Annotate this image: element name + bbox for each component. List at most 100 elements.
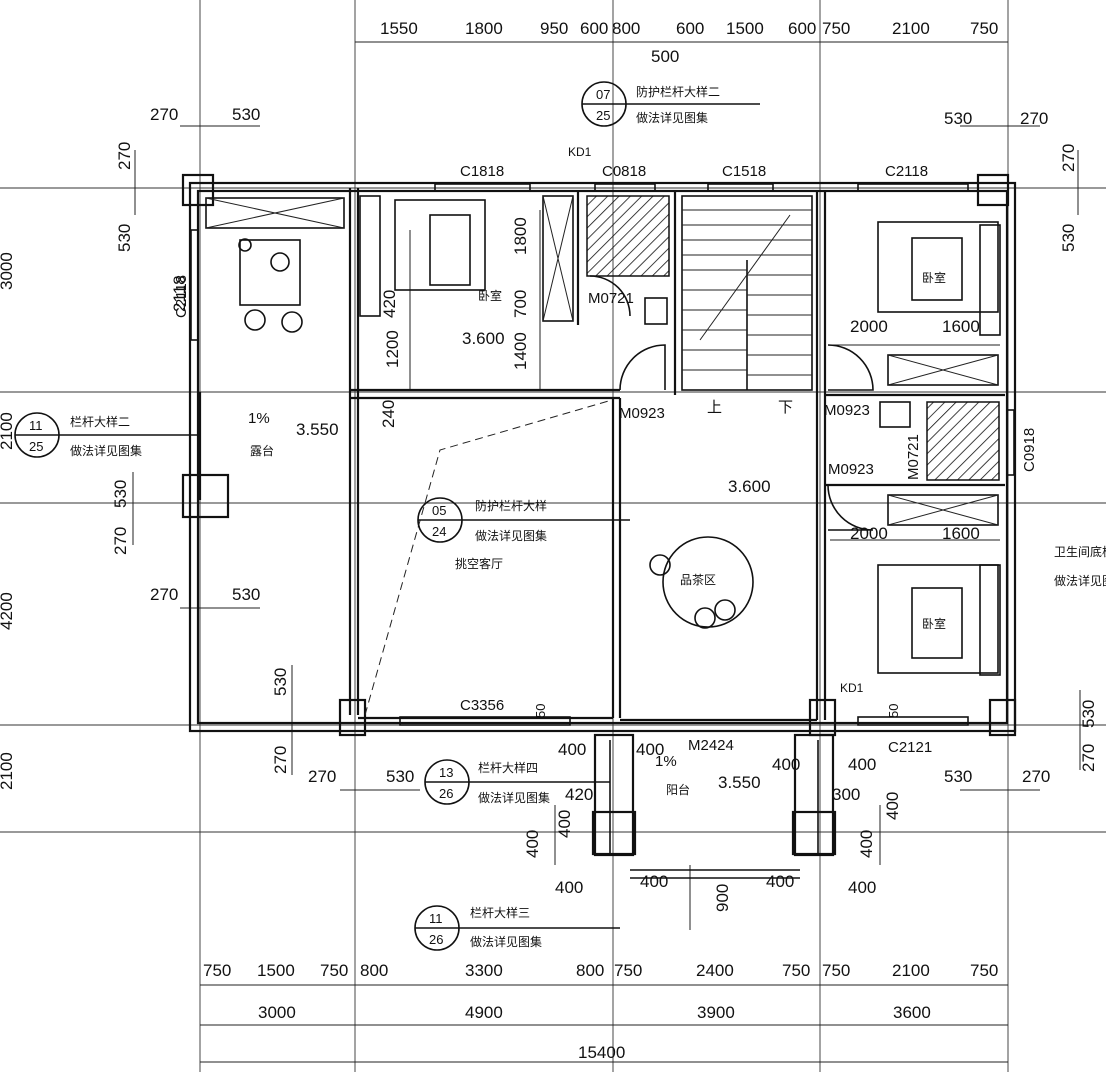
dim-left-3: 270	[115, 142, 134, 170]
dim-misc-18: 400	[766, 872, 794, 891]
dim-misc-19: 400	[848, 878, 876, 897]
room-bedroom-3: 卧室	[922, 616, 946, 631]
dim-bottom-10: 750	[822, 961, 850, 980]
dim-misc-11: 400	[523, 830, 542, 858]
side-note-body: 做法详见图集	[1054, 573, 1106, 588]
dim-misc-4: 1600	[942, 524, 980, 543]
edge-dim-3: 4200	[0, 592, 16, 630]
dim-misc-17: 400	[640, 872, 668, 891]
stairs	[681, 195, 813, 391]
window-label-c0818: C0818	[602, 163, 646, 180]
callout-5-sheet: 26	[429, 932, 443, 947]
dim-left-2: 530	[232, 105, 260, 124]
callout-5-note: 做法详见图集	[470, 934, 542, 949]
callout-3-num: 05	[432, 503, 446, 518]
dim-left-8: 1200	[383, 330, 402, 368]
dim-left-12: 270	[111, 527, 130, 555]
dim-bottom-5: 3300	[465, 961, 503, 980]
dim-top-10: 2100	[892, 19, 930, 38]
dim-left-15: 530	[271, 668, 290, 696]
dim-misc-21: 50	[886, 704, 901, 718]
callout-3-title: 防护栏杆大样	[475, 498, 547, 513]
dim-misc-16: 400	[555, 878, 583, 897]
door-label-m2424: M2424	[688, 737, 734, 754]
dim-left-1: 270	[150, 105, 178, 124]
dim-bottom-6: 800	[576, 961, 604, 980]
dim-bottom-8: 2400	[696, 961, 734, 980]
dim-misc-1: 2000	[850, 317, 888, 336]
dim-top-5: 800	[612, 19, 640, 38]
window-label-c1518: C1518	[722, 163, 766, 180]
window-marks	[190, 183, 1015, 726]
door-label-m0923-a: M0923	[619, 405, 665, 422]
callout-1-title: 防护栏杆大样二	[636, 84, 720, 99]
dim-bottom-r2-3: 3900	[697, 1003, 735, 1022]
dim-bottom-7: 750	[614, 961, 642, 980]
dim-top-2: 1800	[465, 19, 503, 38]
dim-top-11: 750	[970, 19, 998, 38]
dim-bottom-2: 1500	[257, 961, 295, 980]
dim-bottom-r2-2: 4900	[465, 1003, 503, 1022]
dim-left-5: 2118	[170, 275, 189, 312]
dim-misc-20: 50	[533, 704, 548, 718]
door-label-m0721-b: M0721	[905, 434, 922, 480]
dim-bottom-12: 750	[970, 961, 998, 980]
dimension-lines	[132, 41, 1081, 1063]
callout-4-note: 做法详见图集	[478, 790, 550, 805]
window-label-c2118-top: C2118	[885, 163, 928, 180]
callout-2-sheet: 25	[29, 439, 43, 454]
room-bedroom-1: 卧室	[478, 288, 502, 303]
dim-left-14: 530	[232, 585, 260, 604]
room-tea-area: 品茶区	[680, 572, 716, 587]
plan-text: 1550 1800 950 600 800 600 1500 600 750 2…	[0, 19, 1106, 1062]
door-label-m0923-b: M0923	[824, 402, 870, 419]
callout-5-title: 栏杆大样三	[470, 905, 530, 920]
dim-misc-12: 400	[883, 792, 902, 820]
dim-misc-7: 400	[772, 755, 800, 774]
dim-top-8: 600	[788, 19, 816, 38]
callout-circles	[14, 81, 760, 951]
callout-4-num: 13	[439, 765, 453, 780]
dim-bottom-r2-4: 3600	[893, 1003, 931, 1022]
window-label-c3356: C3356	[460, 697, 504, 714]
room-terrace: 露台	[250, 443, 274, 458]
dim-bottom-r2-1: 3000	[258, 1003, 296, 1022]
room-bedroom-2: 卧室	[922, 270, 946, 285]
dim-bottom-total: 15400	[578, 1043, 625, 1062]
stair-down: 下	[778, 399, 793, 416]
callout-1-sheet: 25	[596, 108, 610, 123]
slope-1: 1%	[248, 410, 270, 427]
bathroom-hatch	[926, 401, 1000, 481]
elevation-3: 3.600	[728, 477, 771, 496]
dim-left-7: 700	[511, 290, 530, 318]
room-balcony: 阳台	[666, 782, 690, 797]
dim-top-4: 600	[580, 19, 608, 38]
dim-left-10: 240	[379, 400, 398, 428]
window-label-c2121: C2121	[888, 739, 932, 756]
door-label-m0923-c: M0923	[828, 461, 874, 478]
window-label-c1818: C1818	[460, 163, 504, 180]
dim-misc-14: 300	[832, 785, 860, 804]
side-note-title: 卫生间底板	[1054, 544, 1106, 559]
window-label-c2118-left: C2118	[173, 275, 190, 318]
edge-dim-4: 2100	[0, 752, 16, 790]
dim-right-3: 270	[1059, 144, 1078, 172]
dim-bottom-1: 750	[203, 961, 231, 980]
callout-1-num: 07	[596, 87, 610, 102]
callout-2-title: 栏杆大样二	[70, 414, 130, 429]
elevation-2: 3.550	[296, 420, 339, 439]
marker-kd1-b: KD1	[840, 681, 864, 695]
callout-2-num: 11	[29, 418, 43, 433]
callout-3-note: 做法详见图集	[475, 528, 547, 543]
elevation-1: 3.600	[462, 329, 505, 348]
elevation-4: 3.550	[718, 773, 761, 792]
dim-misc-2: 1600	[942, 317, 980, 336]
marker-kd1-a: KD1	[568, 145, 592, 159]
dim-misc-10: 400	[555, 810, 574, 838]
bathroom-hatch	[586, 195, 670, 277]
callout-4-sheet: 26	[439, 786, 453, 801]
dim-misc-5: 400	[558, 740, 586, 759]
dim-right-2: 270	[1020, 109, 1048, 128]
